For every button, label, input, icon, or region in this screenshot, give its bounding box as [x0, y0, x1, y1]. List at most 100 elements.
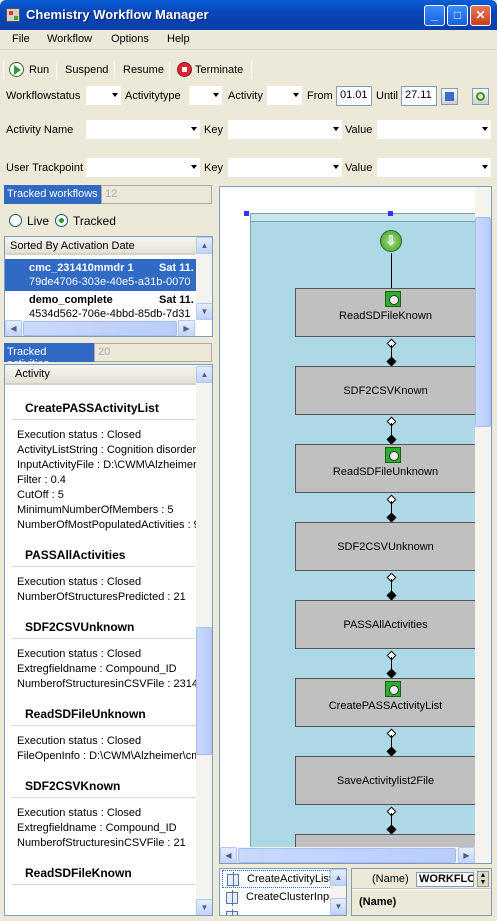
from-date-input[interactable]: 01.01 — [336, 86, 372, 106]
connector-line — [391, 345, 392, 361]
live-radio[interactable] — [9, 214, 22, 227]
scroll-right-icon[interactable]: ▶ — [178, 320, 195, 336]
activity-name-combo[interactable] — [86, 120, 200, 139]
toolbar-grip — [3, 62, 4, 79]
activity-title[interactable]: ReadSDFileKnown — [25, 866, 132, 880]
spinner-icon[interactable]: ▲▼ — [477, 871, 489, 887]
workflow-activity-box[interactable]: SaveActivitylist2File — [295, 756, 476, 805]
workflowstatus-combo[interactable] — [86, 86, 121, 105]
scroll-down-icon[interactable]: ▼ — [196, 899, 212, 915]
key-combo[interactable] — [228, 158, 342, 177]
scroll-left-icon[interactable]: ◀ — [5, 320, 22, 336]
workflow-activity-box[interactable]: SDF2CSVUnknown — [295, 522, 476, 571]
workflow-activity-box[interactable]: ReadSDFileKnown — [295, 288, 476, 337]
run-button[interactable]: Run — [29, 64, 50, 76]
run-icon[interactable] — [9, 62, 24, 77]
sorted-by-column-header[interactable]: Sorted By Activation Date — [5, 237, 197, 255]
vscroll-thumb[interactable] — [475, 217, 491, 427]
scroll-down-icon[interactable]: ▼ — [196, 303, 212, 320]
key-label: Key — [204, 162, 223, 174]
toolbox-scrollbar[interactable]: ▲ ▼ — [330, 869, 346, 915]
toolbox-item[interactable] — [222, 908, 332, 915]
maximize-button[interactable]: □ — [447, 5, 468, 26]
suspend-button[interactable]: Suspend — [65, 64, 109, 76]
tracked-activities-count: 20 — [94, 343, 212, 362]
workflow-date: Sat 11. — [159, 262, 194, 274]
workflow-id: 79de4706-303e-40e5-a31b-0070 — [29, 276, 191, 288]
designer-hscrollbar[interactable]: ◀ ▶ — [220, 847, 491, 863]
activity-toolbox: CreateActivityList CreateClusterInput ▲ … — [219, 868, 347, 916]
activity-property: Execution status : Closed — [17, 576, 142, 588]
tracked-label: Tracked — [73, 214, 116, 228]
scroll-up-icon[interactable]: ▲ — [330, 869, 346, 886]
activity-property: Execution status : Closed — [17, 735, 142, 747]
minimize-button[interactable]: _ — [424, 5, 445, 26]
workflow-row[interactable]: cmc_231410mmdr 1 Sat 11. 79de4706-303e-4… — [5, 259, 197, 291]
chevron-down-icon — [191, 127, 197, 131]
vscroll-thumb[interactable] — [196, 627, 212, 755]
property-value[interactable]: WORKFLC — [416, 872, 474, 887]
until-label: Until — [376, 90, 399, 102]
toolbox-item[interactable]: CreateActivityList — [222, 870, 332, 888]
activity-divider — [11, 797, 201, 798]
workflow-list-scrollbar[interactable]: ▲ ▼ — [196, 237, 212, 320]
scroll-left-icon[interactable]: ◀ — [220, 847, 237, 863]
workflow-activity-box[interactable]: CreatePASSActivityList — [295, 678, 476, 727]
until-date-input[interactable]: 27.11 — [401, 86, 437, 106]
menu-help[interactable]: Help — [167, 33, 190, 45]
property-name: (Name) — [372, 873, 409, 885]
menu-workflow[interactable]: Workflow — [47, 33, 93, 45]
toolbox-item[interactable]: CreateClusterInput — [222, 889, 338, 907]
activity-title[interactable]: ReadSDFileUnknown — [25, 707, 146, 721]
close-button[interactable]: ✕ — [470, 5, 491, 26]
chevron-down-icon — [333, 127, 339, 131]
workflow-list-hscrollbar[interactable]: ◀ ▶ — [5, 320, 196, 336]
menu-options[interactable]: Options — [111, 33, 149, 45]
workflow-activity-label: ReadSDFileKnown — [339, 310, 432, 322]
activity-gear-icon — [385, 447, 401, 463]
toolbar-separator — [114, 62, 115, 79]
menu-file[interactable]: File — [12, 33, 30, 45]
selection-handle[interactable] — [388, 211, 393, 216]
activity-title[interactable]: SDF2CSVUnknown — [25, 620, 135, 634]
activity-property: NumberOfMostPopulatedActivities : 9 — [17, 519, 200, 531]
user-trackpoint-combo[interactable] — [86, 158, 200, 177]
refresh-icon[interactable] — [472, 88, 489, 105]
key-combo[interactable] — [228, 120, 342, 139]
value-combo[interactable] — [377, 158, 491, 177]
value-combo[interactable] — [377, 120, 491, 139]
calendar-icon[interactable] — [441, 88, 458, 105]
hscroll-thumb[interactable] — [238, 848, 456, 863]
selection-handle[interactable] — [244, 211, 249, 216]
scroll-up-icon[interactable]: ▲ — [196, 366, 212, 383]
user-trackpoint-label: User Trackpoint — [6, 162, 84, 174]
workflow-activity-box[interactable]: ReadSDFileUnknown — [295, 444, 476, 493]
tracked-radio[interactable] — [55, 214, 68, 227]
activity-gear-icon — [385, 681, 401, 697]
activity-column-header[interactable]: Activity — [5, 365, 197, 385]
activity-icon — [226, 909, 238, 915]
terminate-button[interactable]: Terminate — [195, 64, 244, 76]
property-row[interactable]: (Name) WORKFLC ▲▼ — [352, 869, 491, 889]
scroll-up-icon[interactable]: ▲ — [196, 237, 212, 254]
activitytype-combo[interactable] — [189, 86, 222, 105]
scroll-right-icon[interactable]: ▶ — [458, 847, 475, 863]
workflow-activity-label: SaveActivitylist2File — [336, 775, 435, 787]
activity-icon — [227, 872, 239, 888]
activity-title[interactable]: CreatePASSActivityList — [25, 401, 159, 415]
workflow-activity-box[interactable]: SDF2CSVKnown — [295, 366, 476, 415]
activity-title[interactable]: SDF2CSVKnown — [25, 779, 121, 793]
scroll-down-icon[interactable]: ▼ — [330, 898, 346, 915]
chevron-down-icon — [482, 127, 488, 131]
workflowstatus-label: Workflowstatus — [6, 90, 81, 102]
activity-title[interactable]: PASSAllActivities — [25, 548, 126, 562]
workflow-activity-box[interactable]: PASSAllActivities — [295, 600, 476, 649]
activity-combo[interactable] — [267, 86, 302, 105]
workflow-row[interactable]: demo_complete Sat 11. 4534d562-706e-4bbd… — [5, 291, 197, 323]
hscroll-thumb[interactable] — [23, 321, 177, 336]
designer-vscrollbar[interactable] — [475, 187, 491, 847]
activity-list-scrollbar[interactable]: ▲ ▼ — [196, 365, 212, 915]
stop-icon[interactable] — [177, 62, 192, 77]
resume-button[interactable]: Resume — [123, 64, 164, 76]
